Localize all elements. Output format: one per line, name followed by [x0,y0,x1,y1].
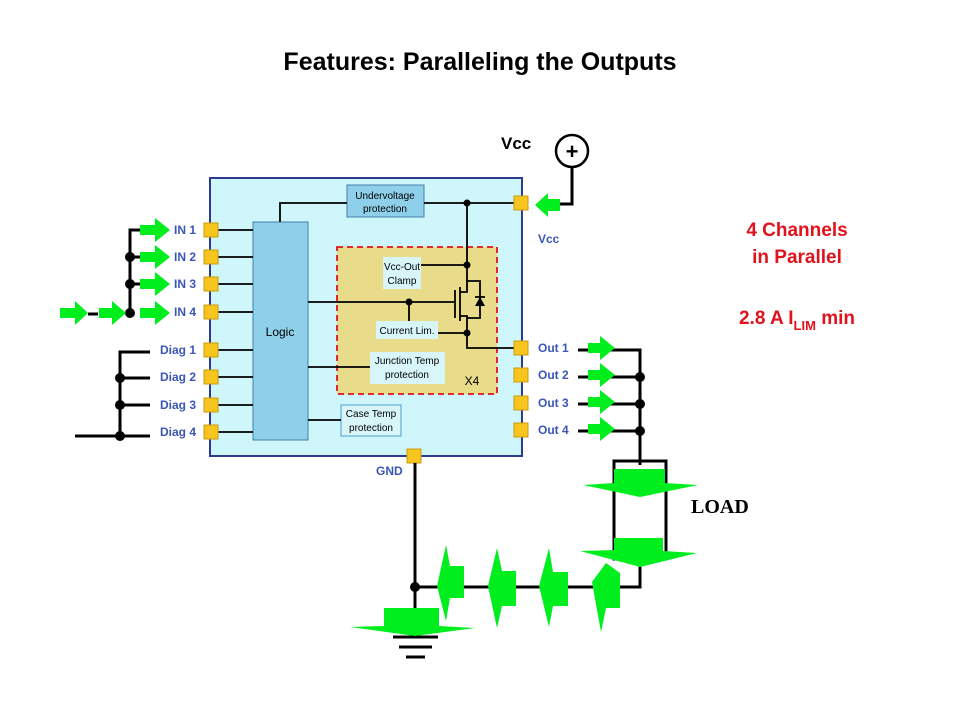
pin-label-gnd: GND [376,464,403,478]
arrow-right-icon [588,336,615,360]
arrow-left-icon [535,193,560,217]
note-channels: 4 Channels [746,220,847,241]
note-ilim-sub: LIM [794,318,816,333]
arrow-right-icon [588,363,615,387]
vcc-source-icon [554,133,590,169]
undervoltage-label-1: Undervoltage [355,191,415,202]
clamp-label-2: Clamp [388,276,417,287]
junction-temp-label-2: protection [385,370,429,381]
note-parallel: in Parallel [752,247,842,268]
current-limit-label: Current Lim. [379,326,434,337]
current-limit-block [376,321,438,339]
load-label: LOAD [691,496,749,518]
slide-title: Features: Paralleling the Outputs [283,48,677,76]
arrow-right-icon [140,272,170,296]
pin-label-in2: IN 2 [174,250,196,264]
arrow-left-icon [488,548,516,628]
vcc-plus-symbol: + [566,139,579,164]
arrow-right-icon [140,245,170,269]
clamp-block [383,257,421,289]
logic-label: Logic [266,325,295,339]
note-current-limit: 2.8 A ILIM min [739,308,855,333]
pin-pads [203,195,529,464]
junction-temp-block [370,352,445,384]
arrow-right-icon [140,301,170,325]
pin-label-vcc: Vcc [538,232,560,246]
pin-label-diag1: Diag 1 [160,343,196,357]
arrow-right-icon [588,390,615,414]
pin-label-out2: Out 2 [538,368,569,382]
arrow-left-icon [437,545,464,621]
pin-label-in3: IN 3 [174,277,196,291]
pin-label-diag2: Diag 2 [160,370,196,384]
pin-label-in4: IN 4 [174,305,196,319]
arrow-left-icon [539,548,568,627]
arrow-left-icon [592,563,620,632]
vcc-top-label: Vcc [501,134,531,153]
note-ilim-prefix: 2.8 A I [739,308,794,329]
case-temp-label-1: Case Temp [346,409,397,420]
pin-label-in1: IN 1 [174,223,196,237]
clamp-label-1: Vcc-Out [384,262,420,273]
arrow-right-icon [588,417,615,441]
case-temp-label-2: protection [349,423,393,434]
pin-label-out4: Out 4 [538,423,569,437]
arrow-down-icon [350,608,475,636]
arrow-right-icon [99,301,126,325]
current-flow-arrows [60,193,698,636]
pin-label-diag4: Diag 4 [160,425,196,439]
channel-multiplier: X4 [465,374,480,388]
pin-label-out1: Out 1 [538,341,569,355]
internal-wiring [218,199,514,433]
arrow-down-icon [580,538,697,567]
arrow-right-icon [140,218,170,242]
undervoltage-label-2: protection [363,204,407,215]
arrow-down-icon [583,469,698,497]
case-temp-block [340,404,402,437]
undervoltage-block [346,184,425,218]
pin-label-diag3: Diag 3 [160,398,196,412]
junction-temp-label-1: Junction Temp [375,356,440,367]
note-ilim-suffix: min [816,308,855,329]
arrow-right-icon [60,301,88,325]
pin-label-out3: Out 3 [538,396,569,410]
